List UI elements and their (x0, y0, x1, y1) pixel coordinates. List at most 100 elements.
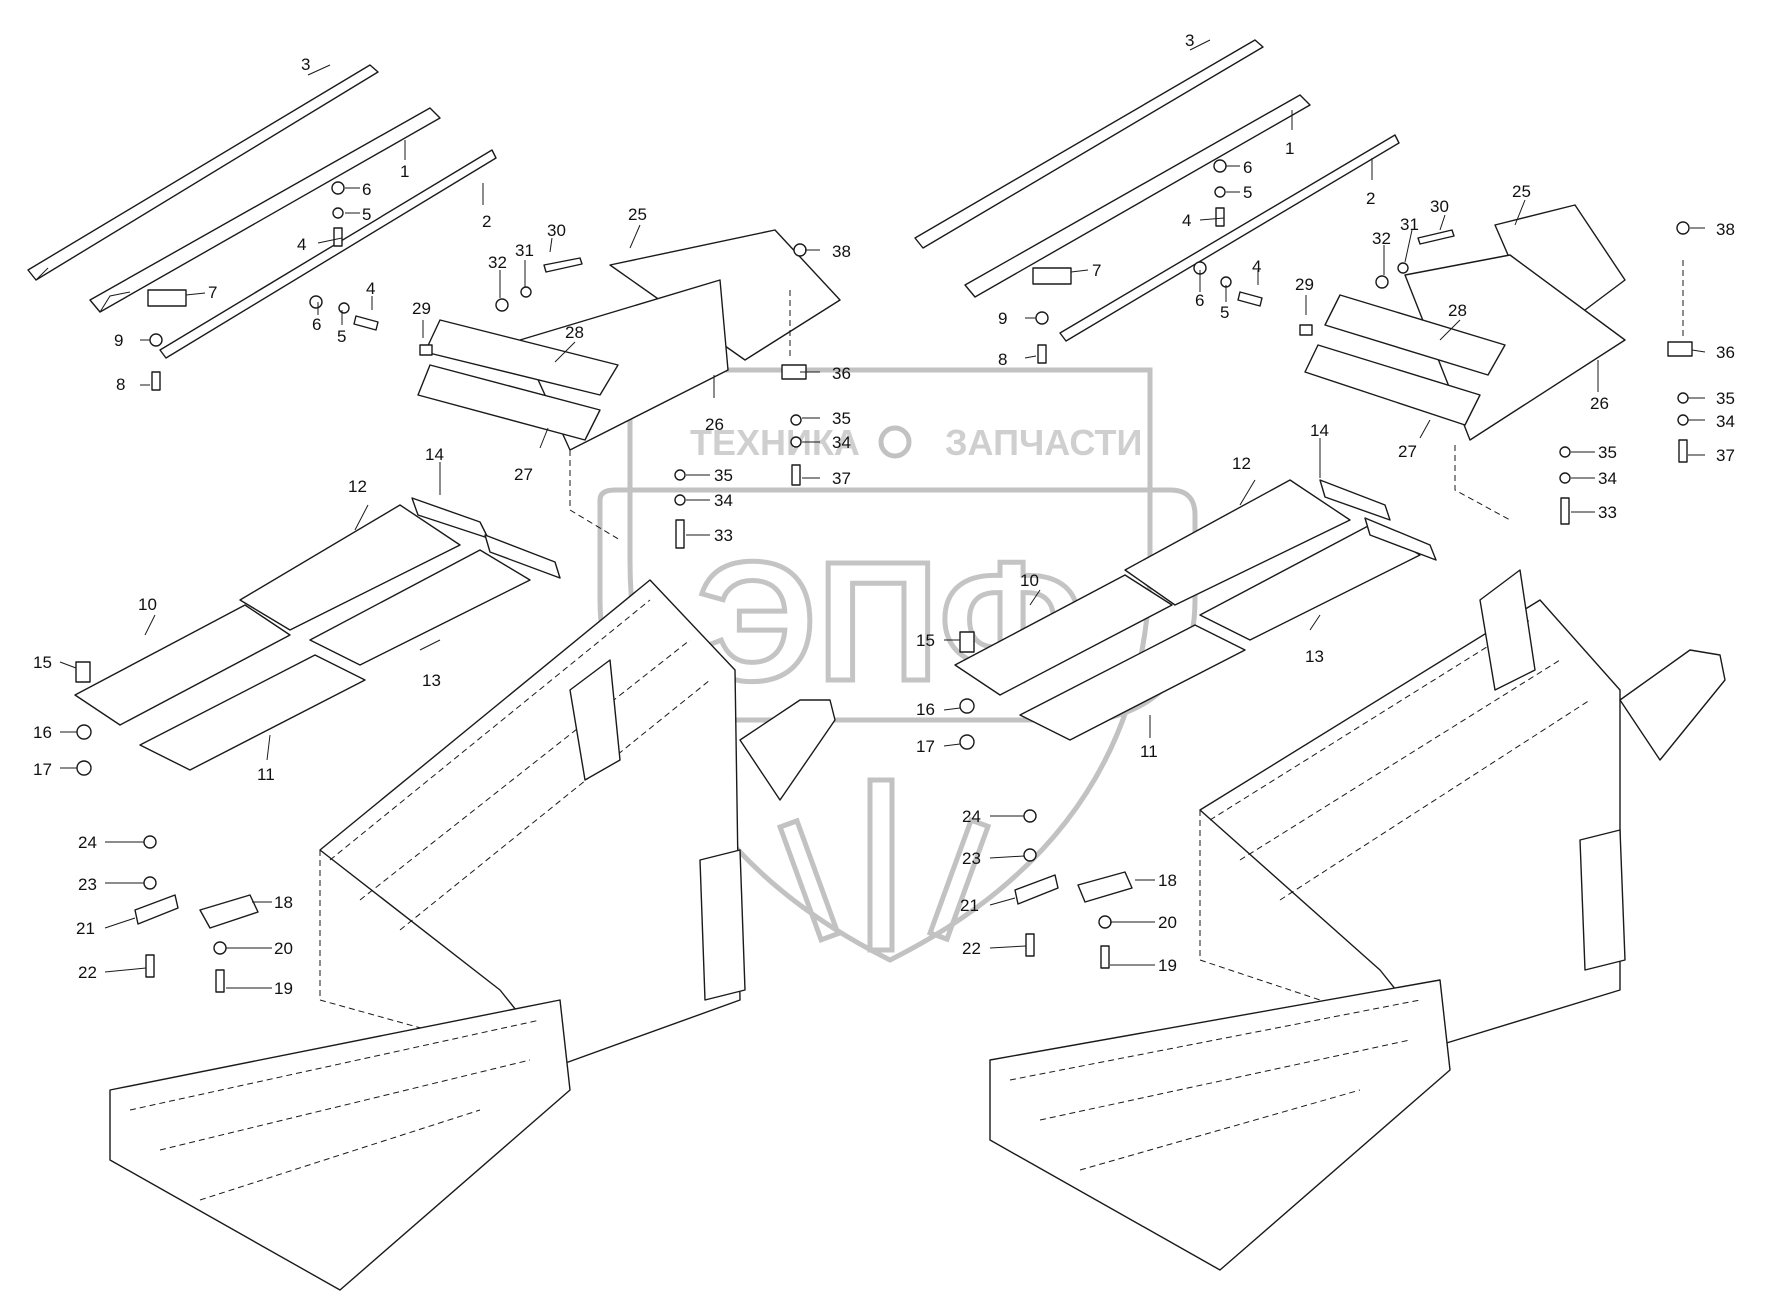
callout-left-7: 7 (208, 283, 217, 302)
callout-right-37: 37 (1716, 446, 1735, 465)
callout-left-22: 22 (78, 963, 97, 982)
callout-left-25: 25 (628, 205, 647, 224)
callout-right-23: 23 (962, 849, 981, 868)
callout-left-5a: 5 (362, 205, 371, 224)
callout-left-12: 12 (348, 477, 367, 496)
callout-right-12: 12 (1232, 454, 1251, 473)
callout-left-29: 29 (412, 299, 431, 318)
watermark-right-word: ЗАПЧАСТИ (945, 422, 1142, 463)
callout-left-34a: 34 (832, 433, 851, 452)
callout-right-38: 38 (1716, 220, 1735, 239)
callout-right-7: 7 (1092, 261, 1101, 280)
callout-left-27: 27 (514, 465, 533, 484)
callout-left-15: 15 (33, 653, 52, 672)
bracket-21 (134, 894, 179, 925)
callout-right-29: 29 (1295, 275, 1314, 294)
callout-left-33: 33 (714, 526, 733, 545)
callout-right-9: 9 (998, 309, 1007, 328)
callout-left-16: 16 (33, 723, 52, 742)
callout-left-36: 36 (832, 364, 851, 383)
callout-right-1: 1 (1285, 139, 1294, 158)
panel-11-right (1019, 624, 1246, 741)
callouts-left: 3 1 2 6 5 4 6 5 4 7 9 8 25 30 31 32 38 2… (33, 55, 851, 998)
callout-right-10: 10 (1020, 571, 1039, 590)
callout-left-19: 19 (274, 979, 293, 998)
main-frame-left (319, 579, 741, 1066)
callout-right-15: 15 (916, 631, 935, 650)
panel-10-right (954, 574, 1173, 696)
callout-right-20: 20 (1158, 913, 1177, 932)
callout-left-32: 32 (488, 253, 507, 272)
bracket-18 (199, 894, 259, 929)
callout-left-30: 30 (547, 221, 566, 240)
callouts-right: 3 1 2 6 5 4 6 5 4 7 9 8 25 30 31 32 38 2… (916, 31, 1735, 975)
callout-right-34b: 34 (1598, 469, 1617, 488)
callout-left-6a: 6 (362, 180, 371, 199)
callout-left-26: 26 (705, 415, 724, 434)
callout-right-35b: 35 (1598, 443, 1617, 462)
callout-left-2: 2 (482, 212, 491, 231)
panel-13 (309, 549, 531, 666)
callout-left-9: 9 (114, 331, 123, 350)
left-assembly (27, 64, 841, 1291)
callout-left-1: 1 (400, 162, 409, 181)
callout-left-28: 28 (565, 323, 584, 342)
callout-right-26: 26 (1590, 394, 1609, 413)
callout-right-6a: 6 (1243, 158, 1252, 177)
callout-right-36: 36 (1716, 343, 1735, 362)
callout-left-13: 13 (422, 671, 441, 690)
bracket-7-right (1032, 267, 1072, 285)
callout-left-18: 18 (274, 893, 293, 912)
base-frame-left (109, 999, 571, 1291)
callout-right-19: 19 (1158, 956, 1177, 975)
callout-left-20: 20 (274, 939, 293, 958)
callout-right-28: 28 (1448, 301, 1467, 320)
callout-right-13: 13 (1305, 647, 1324, 666)
callout-right-17: 17 (916, 737, 935, 756)
callout-right-21: 21 (960, 896, 979, 915)
right-assembly (914, 39, 1726, 1271)
callout-left-4a: 4 (297, 235, 306, 254)
callout-right-5a: 5 (1243, 183, 1252, 202)
callout-left-4b: 4 (366, 279, 375, 298)
callout-right-5b: 5 (1220, 303, 1229, 322)
callout-right-25: 25 (1512, 182, 1531, 201)
pin-29-right (1299, 324, 1313, 336)
callout-right-34a: 34 (1716, 412, 1735, 431)
callout-right-6b: 6 (1195, 291, 1204, 310)
callout-right-24: 24 (962, 807, 981, 826)
callout-right-18: 18 (1158, 871, 1177, 890)
panel-12 (239, 504, 461, 631)
callout-right-3: 3 (1185, 31, 1194, 50)
callout-right-31: 31 (1400, 215, 1419, 234)
rail-2 (159, 149, 497, 359)
base-frame-right (989, 979, 1451, 1271)
watermark: ТЕХНИКА ЗАПЧАСТИ ЭПФ (597, 367, 1198, 963)
callout-right-4a: 4 (1182, 211, 1191, 230)
callout-right-11: 11 (1140, 742, 1158, 761)
callout-right-27: 27 (1398, 442, 1417, 461)
callout-right-14: 14 (1310, 421, 1329, 440)
pin-29 (419, 344, 433, 356)
callout-left-8: 8 (116, 375, 125, 394)
strip-14-right (1319, 479, 1391, 521)
bar-27 (417, 364, 601, 441)
callout-left-35b: 35 (714, 466, 733, 485)
callout-left-35a: 35 (832, 409, 851, 428)
callout-left-38: 38 (832, 242, 851, 261)
callout-left-23: 23 (78, 875, 97, 894)
rail-3-right (914, 39, 1264, 249)
rail-3 (27, 64, 379, 281)
callout-left-14: 14 (425, 445, 444, 464)
bracket-7 (147, 289, 187, 307)
callout-right-4b: 4 (1252, 257, 1261, 276)
callout-left-10: 10 (138, 595, 157, 614)
rail-1-right (964, 94, 1311, 298)
panel-13-right (1199, 524, 1421, 641)
callout-left-6b: 6 (312, 315, 321, 334)
watermark-left-word: ТЕХНИКА (690, 422, 860, 463)
bar-28 (424, 319, 619, 396)
callout-left-34b: 34 (714, 491, 733, 510)
panel-11 (139, 654, 366, 771)
